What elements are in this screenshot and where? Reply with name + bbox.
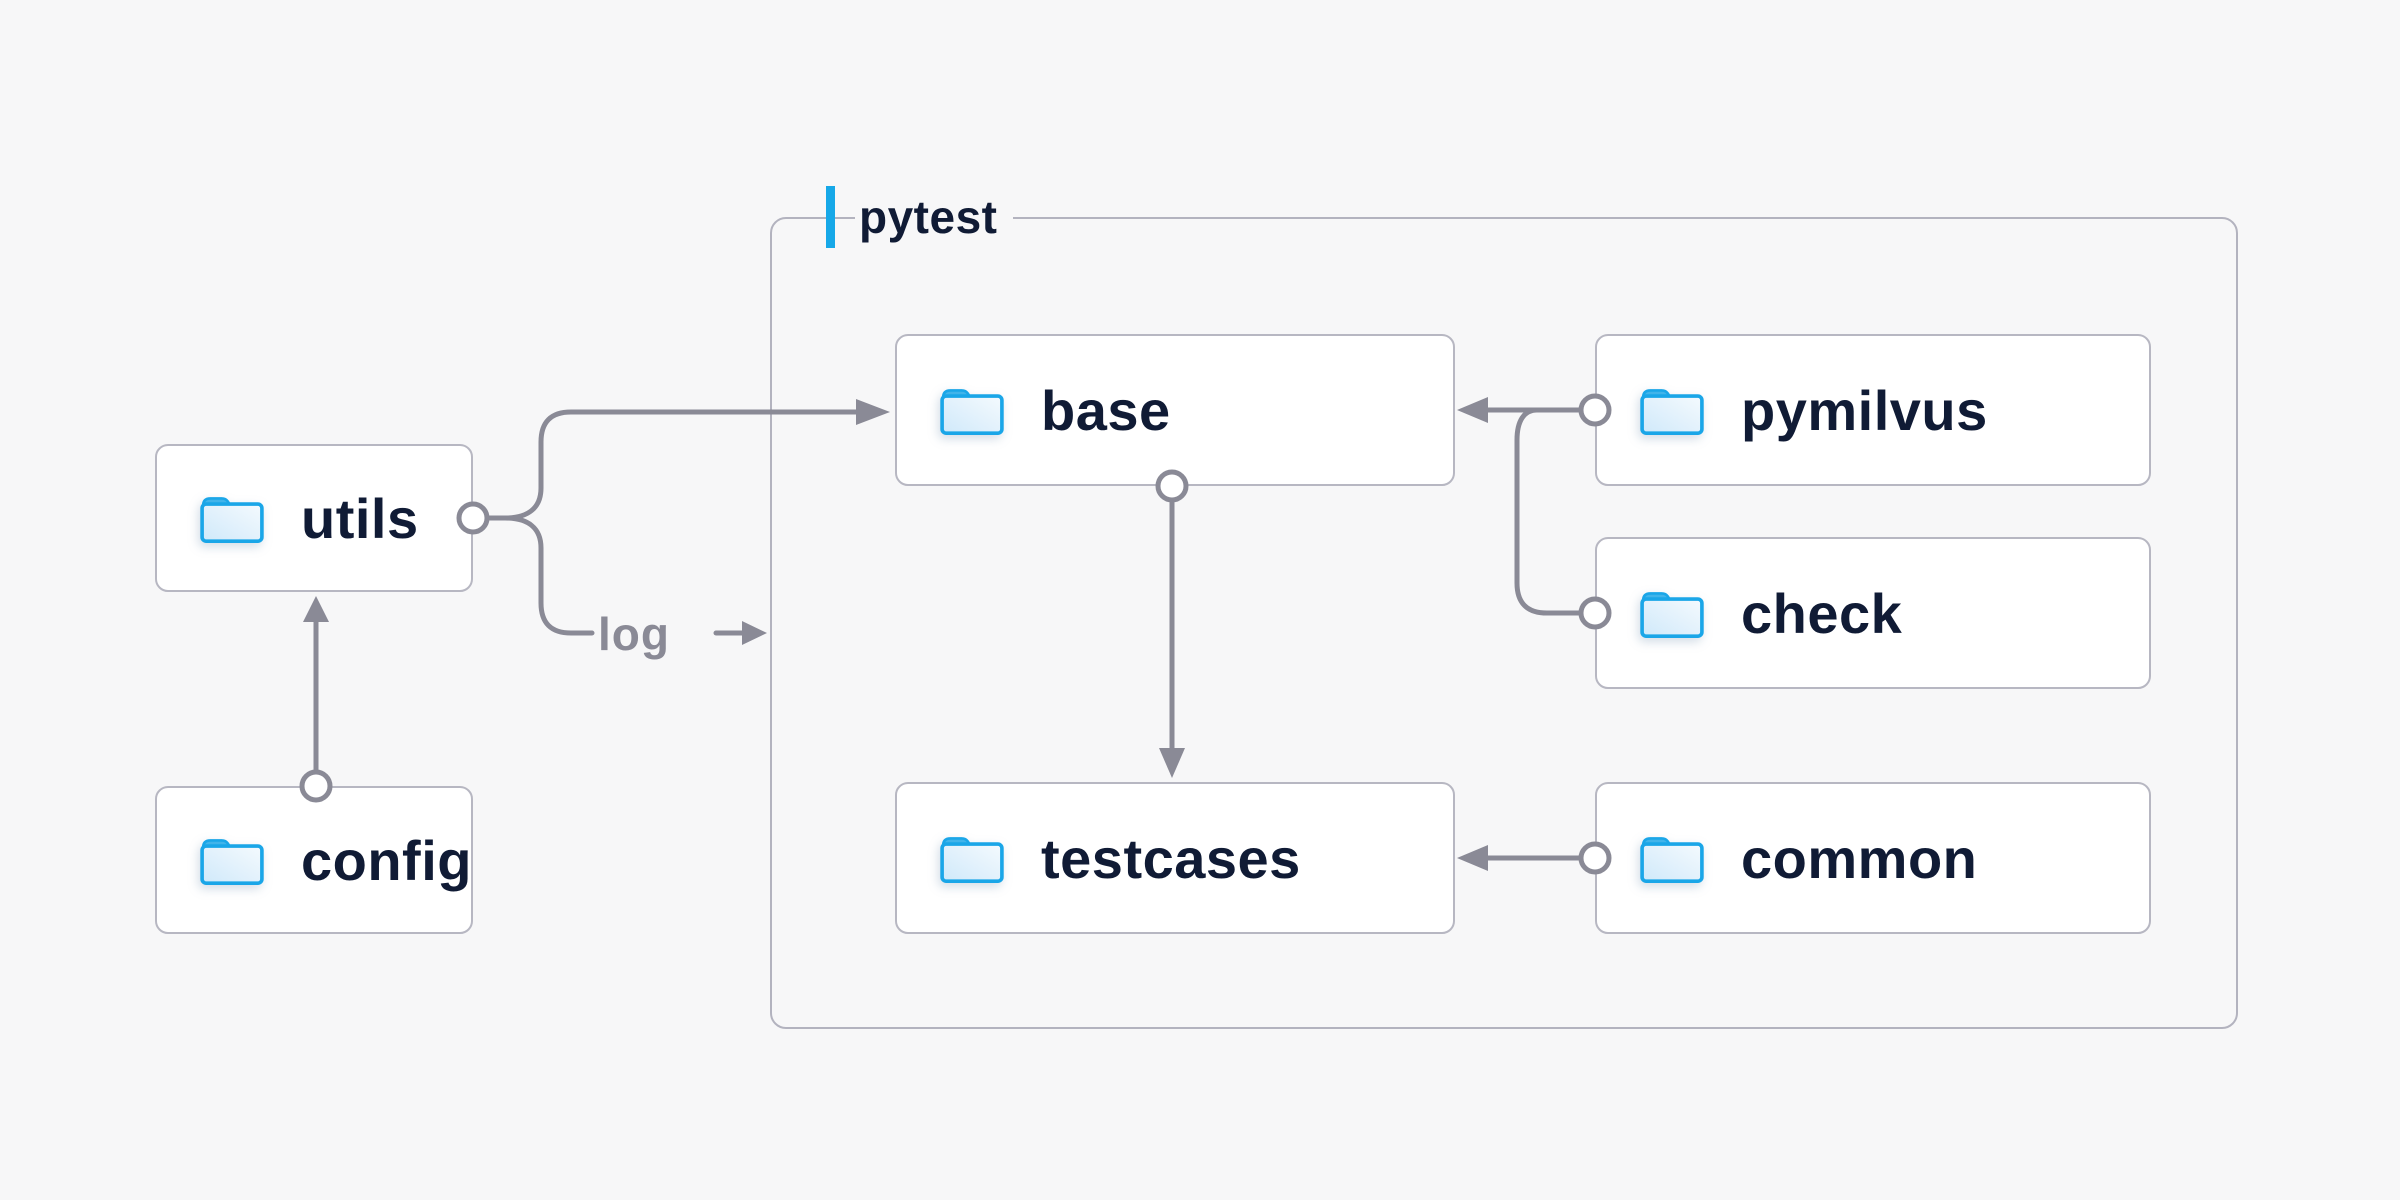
node-label: base (1041, 378, 1171, 442)
pytest-container (770, 217, 2238, 1029)
folder-icon (1639, 384, 1705, 436)
node-base: base (895, 334, 1455, 486)
folder-icon (199, 492, 265, 544)
node-label: testcases (1041, 826, 1301, 890)
node-label: common (1741, 826, 1978, 890)
node-pymilvus: pymilvus (1595, 334, 2151, 486)
arrowhead-log (742, 621, 767, 645)
folder-icon (939, 384, 1005, 436)
edge-utils-to-log (502, 515, 595, 636)
folder-icon (939, 832, 1005, 884)
accent-bar (826, 186, 835, 248)
folder-icon (199, 834, 265, 886)
node-label: pymilvus (1741, 378, 1988, 442)
edge-label-log: log (598, 608, 670, 660)
pytest-container-label: pytest (826, 186, 1014, 248)
node-testcases: testcases (895, 782, 1455, 934)
arrowhead-config-to-utils (303, 596, 329, 622)
node-label: utils (301, 486, 419, 550)
node-label: check (1741, 581, 1903, 645)
node-config: config (155, 786, 473, 934)
pytest-container-label-text: pytest (855, 186, 1014, 248)
node-label: config (301, 828, 472, 892)
node-check: check (1595, 537, 2151, 689)
folder-icon (1639, 832, 1705, 884)
node-common: common (1595, 782, 2151, 934)
folder-icon (1639, 587, 1705, 639)
node-utils: utils (155, 444, 473, 592)
